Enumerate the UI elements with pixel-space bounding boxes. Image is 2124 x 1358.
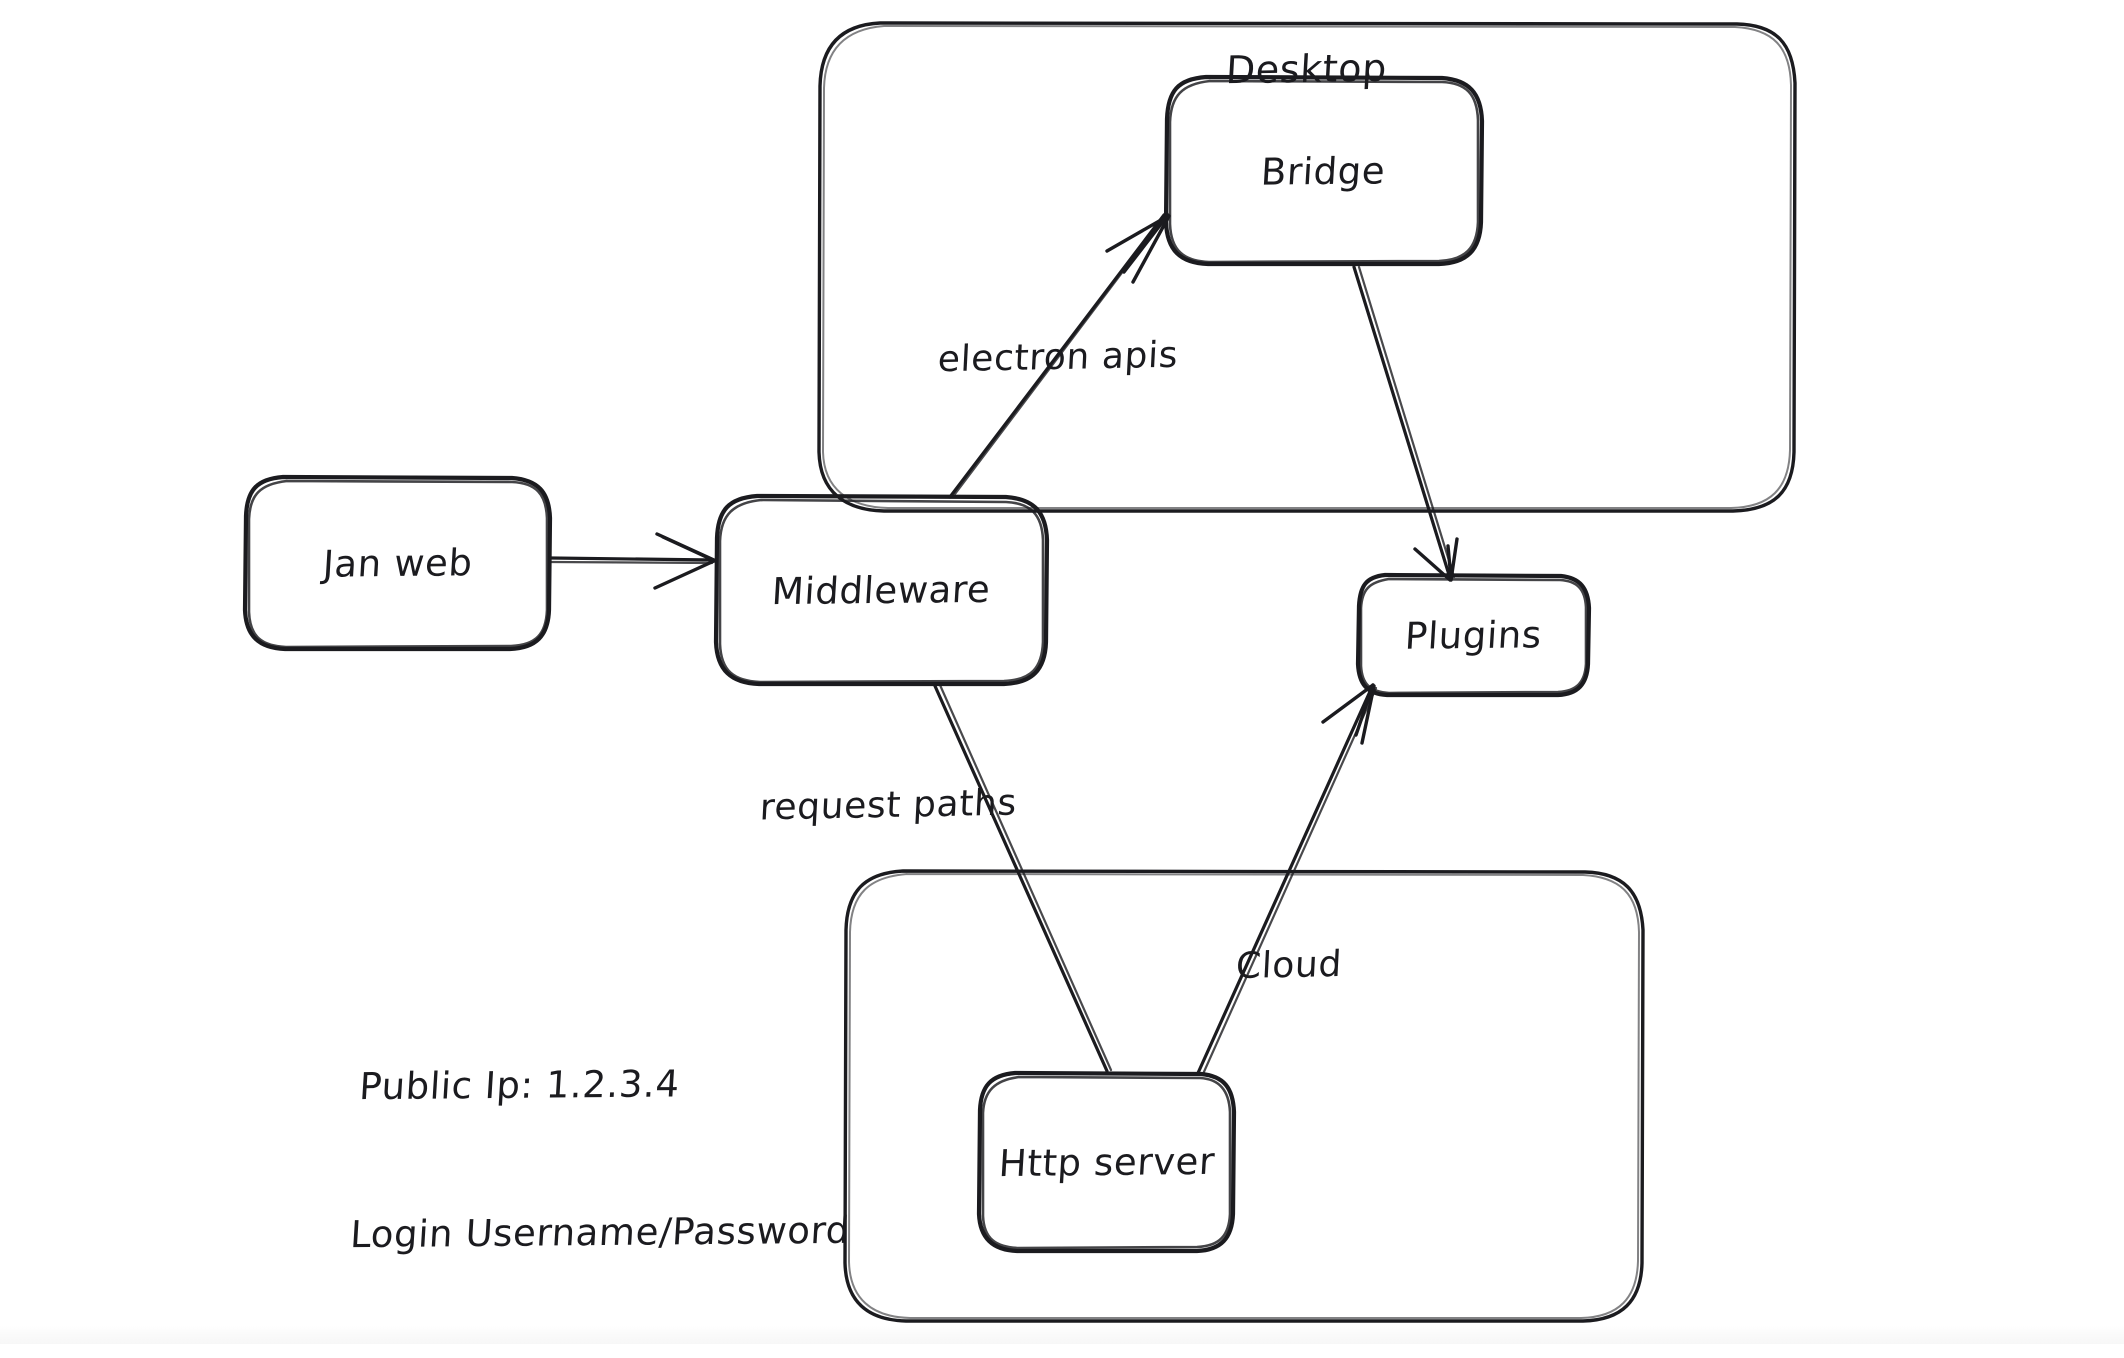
bottom-gradient-band: [0, 1326, 2124, 1344]
edge-jan-web-to-middleware: [549, 532, 717, 590]
edge-middleware-to-bridge: [948, 211, 1171, 499]
bridge-label-text: Bridge: [1260, 148, 1387, 194]
notes-block: Public Ip: 1.2.3.4 Login Username/Passwo…: [343, 960, 867, 1358]
note-login-credentials: Login Username/Password: [349, 1208, 852, 1257]
container-label-cloud: Cloud: [1234, 943, 1343, 988]
plugins-label-text: Plugins: [1403, 612, 1543, 658]
node-jan-web-outline: [242, 474, 553, 652]
node-http-server-outline: [976, 1070, 1237, 1254]
edge-middleware-to-http-server: [933, 683, 1113, 1073]
node-label-plugins[interactable]: Plugins: [1358, 574, 1588, 696]
edge-label-electron-apis: electron apis: [936, 334, 1180, 381]
node-bridge-outline: [1163, 74, 1485, 267]
edge-label-request-paths: request paths: [758, 782, 1018, 829]
container-cloud-outline: [843, 869, 1645, 1323]
edge-http-server-to-plugins: [1196, 683, 1378, 1076]
node-label-bridge[interactable]: Bridge: [1166, 76, 1481, 266]
jan-web-label-text: Jan web: [321, 540, 474, 586]
node-middleware-outline: [713, 493, 1050, 687]
node-label-middleware[interactable]: Middleware: [715, 495, 1047, 685]
container-desktop-outline: [817, 21, 1797, 513]
note-public-ip: Public Ip: 1.2.3.4: [358, 1062, 682, 1109]
node-label-jan-web[interactable]: Jan web: [245, 476, 550, 650]
edge-bridge-to-plugins: [1352, 265, 1459, 582]
http-server-label-text: Http server: [997, 1139, 1216, 1185]
middleware-label-text: Middleware: [770, 567, 992, 613]
node-label-http-server[interactable]: Http server: [979, 1072, 1234, 1252]
node-plugins-outline: [1355, 572, 1592, 698]
